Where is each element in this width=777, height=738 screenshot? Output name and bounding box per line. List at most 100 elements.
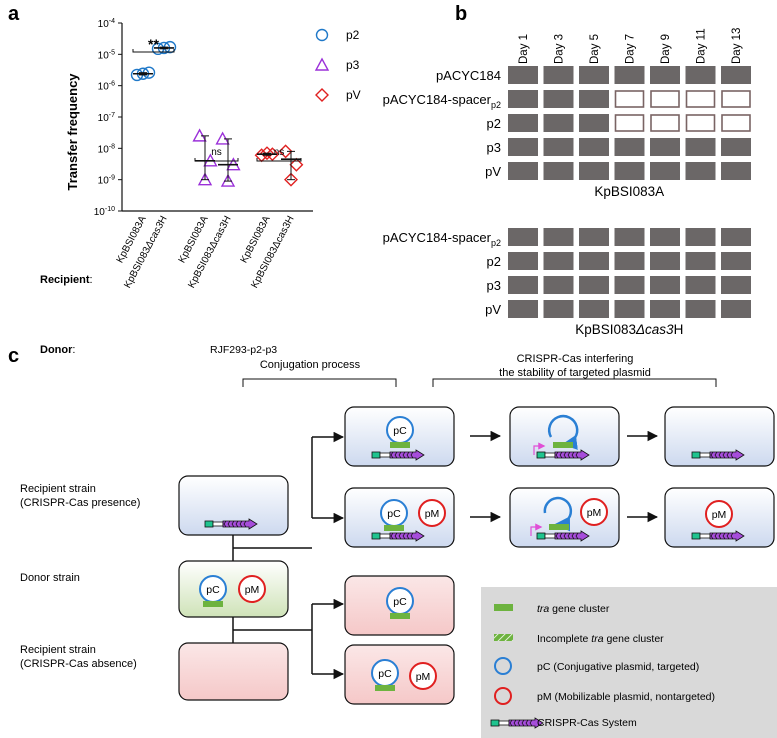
cell-lost: [650, 114, 680, 132]
plasmid-row-label: pV: [485, 302, 501, 317]
cell-present: [543, 66, 574, 84]
cell-present: [614, 66, 645, 84]
cell-present: [650, 66, 680, 84]
legend-marker-p2: [315, 28, 329, 42]
cas-repeat-mark: [563, 532, 567, 540]
tra-cluster: [549, 524, 569, 530]
cas-repeat-mark: [529, 719, 533, 727]
y-tick-label: 10-5: [98, 49, 115, 61]
crispr-cas-system-icon: [536, 530, 590, 542]
cas-repeat-mark: [718, 451, 722, 459]
y-tick-label: 10-10: [94, 206, 115, 218]
crispr-cas-system-icon: [371, 449, 425, 461]
cas-teal-block: [371, 451, 381, 459]
cas-spacer-block: [212, 521, 224, 527]
cell-present: [614, 162, 645, 180]
cas-repeat-mark: [722, 532, 726, 540]
cell-present: [508, 252, 538, 270]
legend-label-p3: p3: [346, 58, 360, 72]
day-header: Day 13: [731, 28, 743, 64]
crispr-label-line1: CRISPR-Cas interfering: [517, 353, 634, 365]
legend-tra-swatch: [494, 604, 513, 611]
plasmid-row-label: p2: [487, 116, 501, 131]
data-point-p3: [220, 173, 236, 187]
cas-repeat-mark: [402, 451, 406, 459]
cell-present: [579, 90, 609, 108]
data-point-pV: [260, 146, 274, 161]
cas-repeat-mark: [710, 451, 714, 459]
cell-present: [543, 228, 574, 246]
cas-repeat-mark: [394, 532, 398, 540]
recipient-tick-label: KpBSI083Δcas3H: [186, 214, 233, 290]
cell-present: [543, 252, 574, 270]
panel-c: c Conjugation process CRISPR-Cas interfe…: [8, 345, 777, 738]
cell-present: [685, 162, 716, 180]
pm-plasmid: [580, 498, 608, 526]
sig-bracket: [132, 49, 175, 53]
absence-transconjugant-pc-pm-cell: [344, 644, 455, 705]
cell-present: [650, 252, 680, 270]
pm-plasmid: [418, 499, 446, 527]
recipient-absence-label-1: Recipient strain: [20, 644, 96, 656]
cas-repeat-mark: [563, 451, 567, 459]
cas-repeat-mark: [390, 451, 394, 459]
plasmid-row-label: p3: [487, 140, 501, 155]
cas-teal-block: [371, 532, 381, 540]
y-tick-label: 10-7: [98, 112, 115, 124]
donor-value: RJF293-p2-p3: [210, 344, 277, 356]
legend-marker-pV: [315, 88, 329, 102]
cas-repeat-mark: [390, 532, 394, 540]
cas-spacer-block: [544, 452, 556, 458]
panel-b-label: b: [455, 3, 467, 25]
cell-present: [543, 276, 574, 294]
data-points: [130, 40, 304, 187]
cas-repeat-mark: [239, 520, 243, 528]
legend-pm-text: pM (Mobilizable plasmid, nontargeted): [537, 691, 715, 703]
recipient-label: Recipient:: [40, 274, 93, 286]
panel-c-label: c: [8, 345, 19, 367]
cas-repeat-mark: [555, 532, 559, 540]
legend-crispr-text: CRISPR-Cas System: [537, 717, 637, 729]
pc-plasmid-label: pC: [393, 596, 407, 608]
cell-present: [579, 300, 609, 318]
panel-a-label: a: [8, 3, 20, 25]
cell-present: [579, 276, 609, 294]
legend-pc-circle: [494, 657, 512, 675]
cas-repeat-mark: [726, 451, 730, 459]
crispr-cas-system-icon: [536, 449, 590, 461]
cell-present: [721, 276, 751, 294]
cas-spacer-block: [498, 720, 510, 726]
cas-repeat-mark: [555, 451, 559, 459]
pm-plasmid: [409, 662, 437, 690]
cell-present: [543, 138, 574, 156]
cell-present: [614, 300, 645, 318]
plasmid-row-label: pV: [485, 164, 501, 179]
cas-teal-block: [536, 532, 546, 540]
cas-repeat-mark: [567, 532, 571, 540]
cell-present: [579, 114, 609, 132]
cell-present: [685, 276, 716, 294]
tra-cluster: [375, 685, 395, 691]
cell-present: [508, 138, 538, 156]
cell-present: [685, 300, 716, 318]
cas-spacer-block: [699, 452, 711, 458]
cell-present: [508, 162, 538, 180]
legend-incomplete-tra-text: Incomplete tra gene cluster: [537, 633, 664, 645]
cell-present: [508, 276, 538, 294]
cas-repeat-mark: [406, 532, 410, 540]
cell-present: [721, 228, 751, 246]
cas-repeat-mark: [394, 451, 398, 459]
cell-present: [685, 228, 716, 246]
pm-plasmid-label: pM: [425, 508, 440, 520]
plasmid-row-label: p3: [487, 278, 501, 293]
cas-repeat-mark: [575, 532, 579, 540]
cas-repeat-mark: [559, 451, 563, 459]
cas-repeat-mark: [718, 532, 722, 540]
donor-cell: [178, 560, 289, 618]
panel-a: a Transfer frequency 10-410-510-610-710-…: [8, 3, 361, 356]
crrna-targeting-arrow: [530, 523, 543, 536]
cas-spacer-block: [379, 533, 391, 539]
tra-cluster: [390, 442, 410, 448]
